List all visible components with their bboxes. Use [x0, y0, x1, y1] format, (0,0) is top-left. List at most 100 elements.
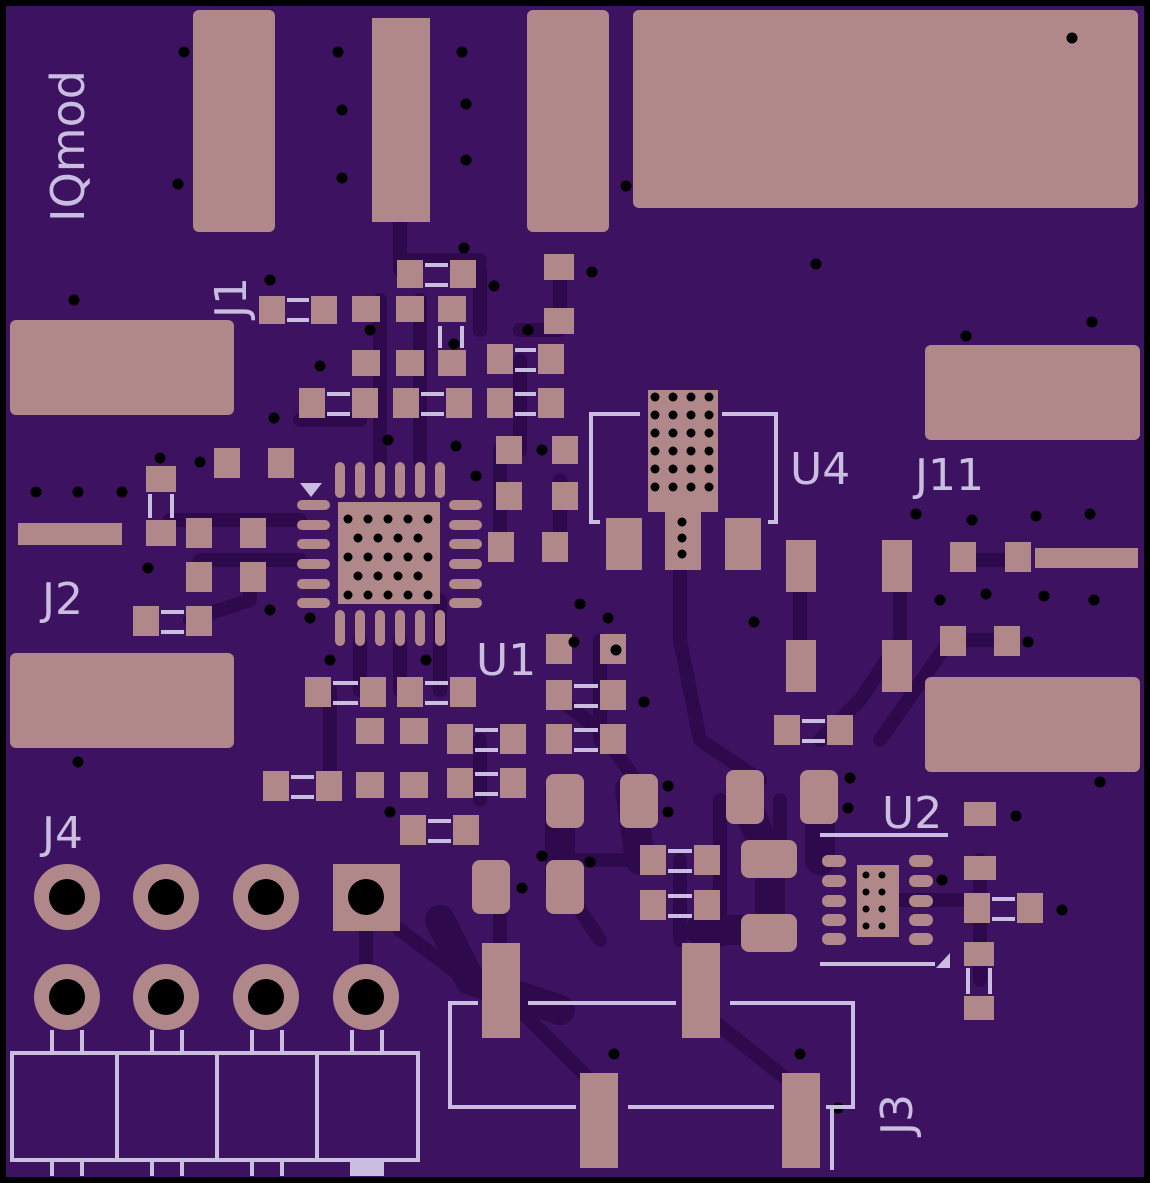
- thermal-via: [668, 410, 678, 420]
- thermal-via: [704, 410, 714, 420]
- thermal-via: [353, 533, 363, 543]
- via: [610, 644, 622, 656]
- via: [30, 486, 42, 498]
- thermal-via: [373, 571, 383, 581]
- thermal-via: [650, 482, 660, 492]
- via: [1086, 316, 1098, 328]
- thermal-via: [862, 871, 870, 879]
- thermal-via: [413, 533, 423, 543]
- thermal-via: [650, 446, 660, 456]
- via: [456, 46, 468, 58]
- via: [364, 324, 376, 336]
- thermal-via: [403, 590, 413, 600]
- thermal-via: [686, 410, 696, 420]
- thermal-via: [383, 552, 393, 562]
- thermal-via: [383, 514, 393, 524]
- board-title: IQmod: [41, 70, 95, 222]
- via: [602, 612, 614, 624]
- via: [844, 772, 856, 784]
- thermal-via: [668, 428, 678, 438]
- via: [336, 172, 348, 184]
- via: [488, 280, 500, 292]
- via: [960, 330, 972, 342]
- thermal-via: [668, 392, 678, 402]
- via: [382, 434, 394, 446]
- via: [448, 338, 460, 350]
- label-u2: U2: [882, 788, 942, 839]
- thermal-via: [393, 571, 403, 581]
- thermal-via: [677, 517, 687, 527]
- thermal-via: [686, 464, 696, 474]
- via: [584, 856, 596, 868]
- label-j4: J4: [39, 808, 83, 859]
- via: [980, 588, 992, 600]
- pads: [10, 10, 1140, 1168]
- thermal-via: [704, 446, 714, 456]
- via: [1066, 32, 1078, 44]
- via: [68, 294, 80, 306]
- via: [662, 806, 674, 818]
- thermal-via: [862, 905, 870, 913]
- via: [1056, 904, 1068, 916]
- via: [568, 636, 580, 648]
- via: [264, 604, 276, 616]
- via: [574, 598, 586, 610]
- via: [332, 46, 344, 58]
- via: [794, 1048, 806, 1060]
- label-j3: J3: [872, 1094, 923, 1138]
- via: [314, 360, 326, 372]
- via: [336, 104, 348, 116]
- via: [154, 452, 166, 464]
- via: [934, 594, 946, 606]
- thermal-via: [403, 552, 413, 562]
- via: [1022, 636, 1034, 648]
- via: [384, 806, 396, 818]
- label-j2: J2: [39, 574, 83, 625]
- via: [536, 850, 548, 862]
- via: [1038, 590, 1050, 602]
- thermal-via: [650, 410, 660, 420]
- via: [936, 874, 948, 886]
- thermal-via: [423, 552, 433, 562]
- via: [458, 242, 470, 254]
- via: [324, 654, 336, 666]
- via: [142, 562, 154, 574]
- thermal-via: [686, 446, 696, 456]
- via: [1088, 594, 1100, 606]
- via: [268, 412, 280, 424]
- thermal-via: [668, 464, 678, 474]
- via: [620, 180, 632, 192]
- thermal-via: [878, 905, 886, 913]
- thermal-via: [363, 590, 373, 600]
- thermal-via: [668, 482, 678, 492]
- via: [516, 882, 528, 894]
- thermal-via: [353, 571, 363, 581]
- thermal-via: [423, 590, 433, 600]
- vias: [30, 32, 1106, 1114]
- thermal-via: [704, 464, 714, 474]
- via: [1084, 508, 1096, 520]
- via: [450, 440, 462, 452]
- thermal-via: [686, 482, 696, 492]
- thermal-via: [393, 533, 403, 543]
- via: [1094, 776, 1106, 788]
- via: [172, 178, 184, 190]
- thermal-via: [650, 464, 660, 474]
- j4-pins: [34, 864, 400, 1030]
- thermal-via: [343, 552, 353, 562]
- thermal-via: [878, 888, 886, 896]
- via: [662, 780, 674, 792]
- via: [264, 274, 276, 286]
- label-u1: U1: [476, 635, 536, 686]
- via: [536, 444, 548, 456]
- thermal-via: [373, 533, 383, 543]
- thermal-via: [704, 392, 714, 402]
- thermal-via: [343, 590, 353, 600]
- via: [1030, 510, 1042, 522]
- silkscreen: IQmod J1 J2 J4 U1 U4 J11 U2 J3: [10, 70, 1015, 1176]
- via: [116, 486, 128, 498]
- thermal-via: [878, 922, 886, 930]
- via: [586, 266, 598, 278]
- thermal-via: [878, 871, 886, 879]
